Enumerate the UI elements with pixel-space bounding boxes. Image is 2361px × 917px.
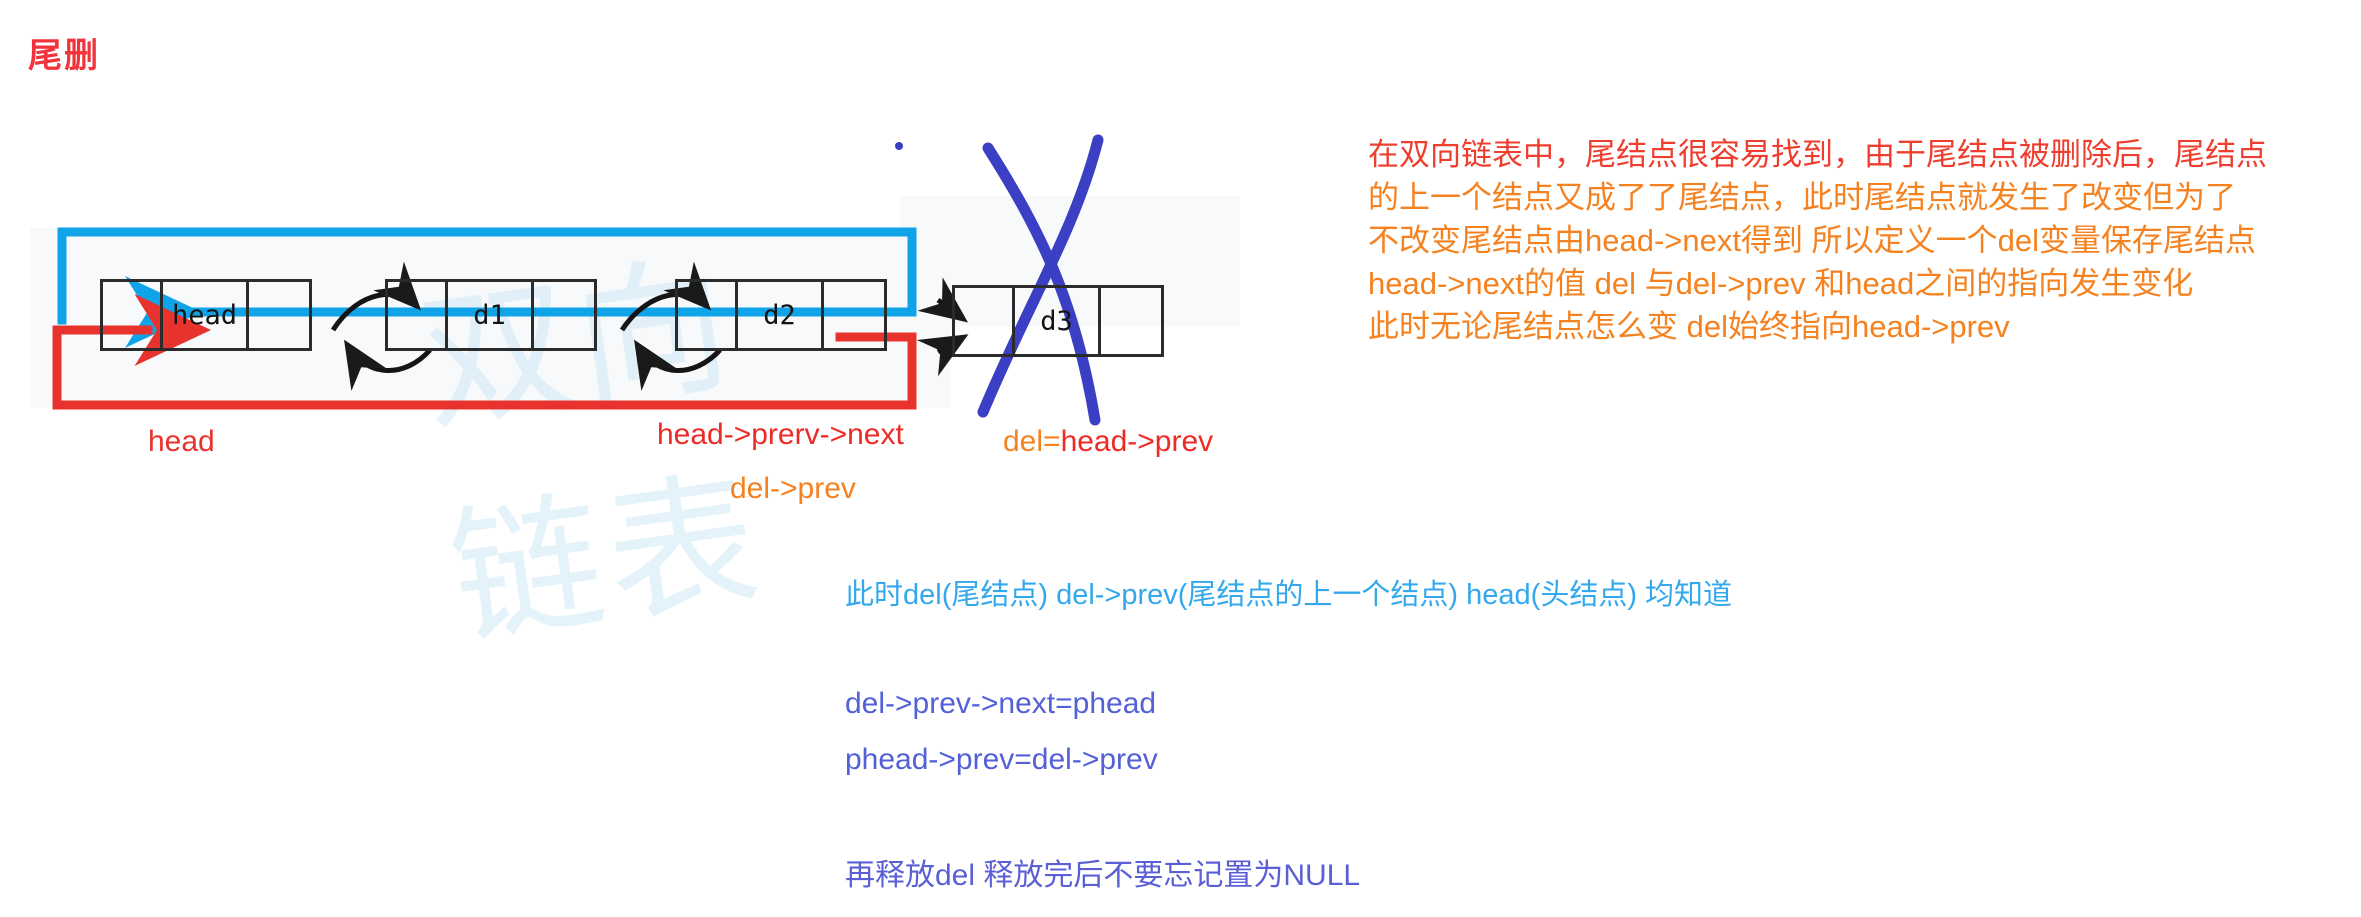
node-d3-data-cell: d3	[1015, 288, 1101, 354]
node-head-next-cell	[249, 282, 309, 348]
blue-summary-note: 此时del(尾结点) del->prev(尾结点的上一个结点) head(头结点…	[845, 579, 1733, 611]
node-d1-data-cell: d1	[448, 282, 534, 348]
label-del-equals-head-prev: del=head->prev	[1003, 425, 1213, 459]
code-line-3: 再释放del 释放完后不要忘记置为NULL	[845, 859, 1361, 892]
label-head-prev-next: head->prerv->next	[657, 418, 904, 451]
node-head: head	[100, 279, 312, 351]
node-d3-prev-cell	[955, 288, 1015, 354]
page-title: 尾删	[28, 37, 100, 75]
stray-dot	[895, 142, 903, 150]
label-del-prev: del->prev	[730, 472, 856, 505]
node-d3-next-cell	[1101, 288, 1161, 354]
node-d2-data-cell: d2	[738, 282, 824, 348]
node-d1: d1	[385, 279, 597, 351]
node-head-prev-cell	[103, 282, 163, 348]
label-del-equals-prefix: del=	[1003, 425, 1061, 458]
notes-line-5: 此时无论尾结点怎么变 del始终指向head->prev	[1368, 309, 2010, 344]
label-del-equals-suffix: head->prev	[1060, 425, 1214, 458]
node-d1-prev-cell	[388, 282, 448, 348]
notes-line-2: 的上一个结点又成了了尾结点，此时尾结点就发生了改变但为了	[1368, 180, 2236, 215]
notes-line-3: 不改变尾结点由head->next得到 所以定义一个del变量保存尾结点	[1368, 223, 2256, 258]
notes-block: 在双向链表中，尾结点很容易找到，由于尾结点被删除后，尾结点 的上一个结点又成了了…	[1368, 136, 2348, 351]
node-head-data-cell: head	[163, 282, 249, 348]
node-d2-prev-cell	[678, 282, 738, 348]
node-d1-next-cell	[534, 282, 594, 348]
code-line-1: del->prev->next=phead	[845, 687, 1157, 720]
node-d2-next-cell	[824, 282, 884, 348]
node-d2: d2	[675, 279, 887, 351]
node-d3: d3	[952, 285, 1164, 357]
notes-line-1: 在双向链表中，尾结点很容易找到，由于尾结点被删除后，尾结点	[1368, 137, 2267, 172]
notes-line-4: head->next的值 del 与del->prev 和head之间的指向发生…	[1368, 266, 2194, 301]
code-line-2: phead->prev=del->prev	[845, 743, 1158, 776]
label-head: head	[148, 425, 215, 458]
